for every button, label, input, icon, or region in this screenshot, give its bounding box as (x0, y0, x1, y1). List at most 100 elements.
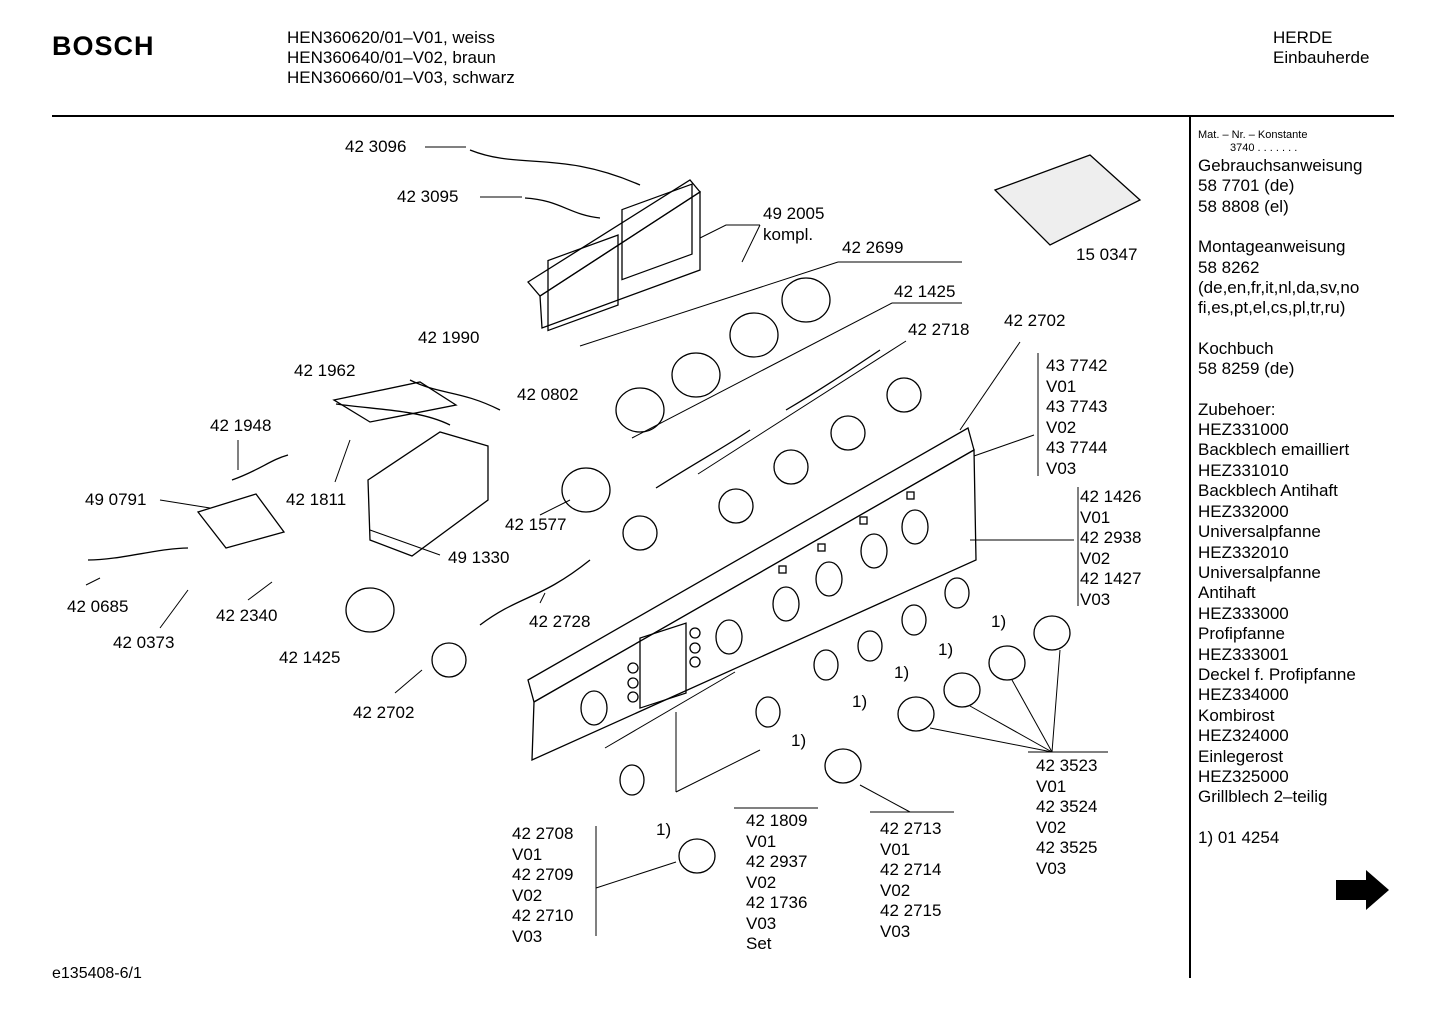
part-group-line: 42 2709 (512, 865, 574, 884)
sidebar-line: Universalpfanne (1198, 522, 1321, 542)
front-knobs (678, 615, 1071, 874)
part-group-line: 42 2708 (512, 824, 574, 843)
terminal-block (196, 493, 286, 549)
part-group-421426: 42 1426 V01 42 2938 V02 42 1427 V03 (1080, 487, 1141, 610)
part-group-line: V03 (746, 913, 777, 933)
header-rule (52, 115, 1394, 117)
part-group-line: Set (746, 934, 772, 953)
part-group-line: 42 1809 (746, 811, 808, 830)
leader-lines (85, 146, 1108, 936)
screw-bag (993, 154, 1142, 246)
control-panel-face (531, 448, 977, 762)
wiring-harnesses (87, 149, 881, 626)
footnote-marker: 1) (938, 640, 954, 659)
sidebar-line: fi,es,pt,el,cs,pl,tr,ru) (1198, 298, 1346, 318)
part-label: 49 0791 (85, 490, 147, 509)
part-group-422708: 42 2708 V01 42 2709 V02 42 2710 V03 (512, 824, 573, 947)
part-group-line: 42 3525 (1036, 838, 1098, 857)
part-label: 42 3096 (345, 137, 407, 156)
knob-housings (345, 277, 831, 633)
sidebar-line: HEZ333001 (1198, 644, 1289, 664)
part-group-line: V02 (1036, 817, 1067, 837)
model-line: HEN360640/01–V02, braun (287, 48, 496, 67)
footnote-marker: 1) (894, 663, 910, 682)
part-group-line: V03 (1080, 589, 1111, 609)
part-group-line: V01 (746, 831, 777, 851)
sidebar-line: Einlegerost (1198, 746, 1284, 766)
sidebar-line: 58 7701 (de) (1198, 176, 1295, 196)
konstante-value: 3740 . . . . . . . (1230, 142, 1298, 154)
sidebar-line: Gebrauchsanweisung (1198, 156, 1363, 175)
panel-openings (580, 491, 929, 726)
part-label: 42 0373 (113, 633, 175, 652)
part-group-line: 42 2938 (1080, 528, 1142, 547)
sidebar-line: HEZ334000 (1198, 685, 1289, 705)
part-group-line: 42 2715 (880, 901, 942, 920)
part-label-line: 49 2005 (763, 204, 825, 223)
part-label: 42 0685 (67, 597, 129, 616)
sidebar-line: Antihaft (1198, 583, 1256, 603)
part-group-line: 42 1736 (746, 893, 808, 912)
part-group-421809: 42 1809 V01 42 2937 V02 42 1736 V03 Set (746, 811, 807, 955)
footnote-marker: 1) (656, 820, 672, 839)
part-group-423523: 42 3523 V01 42 3524 V02 42 3525 V03 (1036, 756, 1097, 879)
part-group-line: V03 (1036, 858, 1067, 878)
part-label: 42 2699 (842, 238, 904, 257)
model-line: HEN360660/01–V03, schwarz (287, 68, 515, 87)
part-label: 42 1990 (418, 328, 480, 347)
brand-logo: BOSCH (52, 31, 155, 61)
part-label: 42 1948 (210, 416, 272, 435)
footnote-marker: 1) (852, 692, 868, 711)
sidebar-line: Zubehoer: (1198, 399, 1276, 419)
knob-rings (619, 577, 970, 796)
sidebar-line: 58 8262 (1198, 257, 1260, 277)
part-group-line: V01 (880, 839, 911, 859)
control-knobs (431, 377, 922, 678)
part-group-line: 42 2714 (880, 860, 942, 879)
part-group-437742: 43 7742 V01 43 7743 V02 43 7744 V03 (1046, 356, 1107, 479)
part-label: 42 2718 (908, 320, 970, 339)
part-group-line: 42 2937 (746, 852, 808, 871)
part-group-line: V01 (1036, 776, 1067, 796)
part-group-line: V03 (512, 926, 543, 946)
document-code: e135408-6/1 (52, 965, 142, 982)
sidebar-line: 58 8808 (el) (1198, 196, 1289, 216)
part-label: 42 1577 (505, 515, 567, 534)
sidebar-line: Grillblech 2–teilig (1198, 787, 1328, 807)
part-label: 42 3095 (397, 187, 459, 206)
sidebar-line: Backblech emailliert (1198, 440, 1350, 460)
electronic-module (332, 381, 489, 557)
model-line: HEN360620/01–V01, weiss (287, 28, 495, 47)
sidebar-line: HEZ331010 (1198, 460, 1289, 480)
display-window (639, 622, 687, 709)
sidebar-line: HEZ332010 (1198, 542, 1289, 562)
category-line: HERDE (1273, 28, 1333, 47)
part-group-line: 42 1427 (1080, 569, 1142, 588)
switch-assembly (527, 179, 701, 332)
part-group-line: 42 2710 (512, 906, 574, 925)
mat-nr-label: Mat. – Nr. – Konstante (1198, 129, 1308, 141)
next-page-arrow (1336, 870, 1389, 910)
sidebar-rule (1189, 116, 1191, 978)
part-group-line: V01 (1046, 376, 1077, 396)
sidebar-line: 58 8259 (de) (1198, 359, 1295, 379)
part-group-line: V02 (880, 880, 911, 900)
sidebar-line: HEZ325000 (1198, 766, 1289, 786)
part-group-line: V03 (880, 921, 911, 941)
sidebar-line: Kombirost (1198, 705, 1275, 725)
sidebar-line: 1) 01 4254 (1198, 827, 1280, 847)
part-label: 42 1811 (286, 490, 347, 509)
part-group-line: 42 2713 (880, 819, 942, 838)
sidebar-line: Universalpfanne (1198, 562, 1321, 582)
part-group-line: 42 3524 (1036, 797, 1098, 816)
part-label: 42 0802 (517, 385, 579, 404)
sidebar-line: Profipfanne (1198, 624, 1285, 644)
sidebar-line: Kochbuch (1198, 338, 1274, 358)
part-label: 42 1962 (294, 361, 356, 380)
part-group-line: V01 (512, 844, 543, 864)
part-label: 42 1425 (279, 648, 341, 667)
sidebar-line: HEZ332000 (1198, 501, 1289, 521)
part-group-line: V01 (1080, 507, 1111, 527)
